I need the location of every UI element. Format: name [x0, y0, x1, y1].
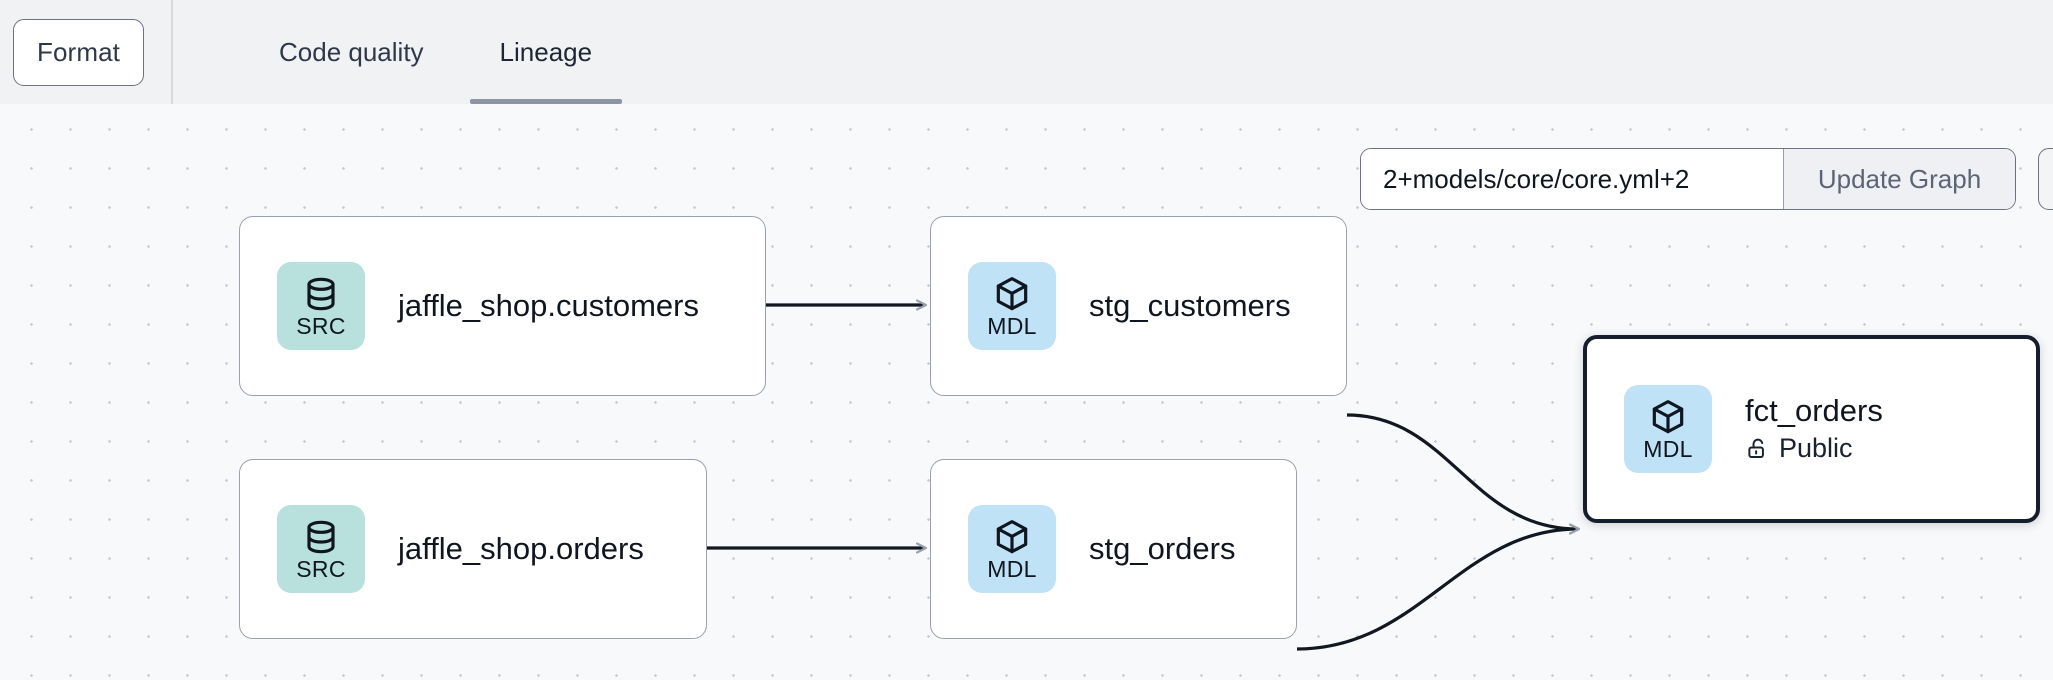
badge-label-mdl: MDL — [987, 313, 1037, 339]
lineage-node-jaffle-shop-customers[interactable]: SRC jaffle_shop.customers — [239, 216, 766, 396]
node-title: jaffle_shop.customers — [398, 287, 699, 323]
node-access-label: Public — [1779, 432, 1853, 463]
lineage-node-stg-customers[interactable]: MDL stg_customers — [930, 216, 1347, 396]
edge-stg-customers-to-fct-orders — [1346, 413, 1578, 529]
cube-icon — [996, 277, 1028, 311]
format-button[interactable]: Format — [13, 18, 144, 86]
lineage-canvas[interactable]: SRC jaffle_shop.customers SRC jaffle_sho… — [0, 104, 2053, 680]
lineage-node-stg-orders[interactable]: MDL stg_orders — [930, 459, 1297, 639]
database-icon — [307, 277, 335, 311]
node-type-badge-src: SRC — [277, 505, 365, 593]
cube-icon — [1652, 400, 1684, 434]
node-text-group: stg_orders — [1089, 530, 1236, 567]
node-title: stg_orders — [1089, 530, 1236, 566]
node-text-group: stg_customers — [1089, 287, 1291, 324]
node-type-badge-mdl: MDL — [968, 262, 1056, 350]
node-access-row: Public — [1745, 433, 1883, 464]
editor-header: Format Code quality Lineage — [0, 0, 2053, 104]
node-type-badge-mdl: MDL — [968, 505, 1056, 593]
node-text-group: jaffle_shop.customers — [398, 287, 699, 324]
database-icon — [307, 520, 335, 554]
lineage-edges — [706, 104, 2053, 651]
cube-icon — [996, 520, 1028, 554]
badge-label-mdl: MDL — [1643, 436, 1693, 462]
header-divider — [171, 0, 173, 104]
node-type-badge-src: SRC — [277, 262, 365, 350]
edge-stg-orders-to-fct-orders — [1296, 529, 1578, 651]
unlock-icon — [1748, 438, 1764, 458]
node-title: fct_orders — [1745, 393, 1883, 429]
graph-selector-input[interactable] — [1361, 149, 1783, 209]
tab-bar: Code quality Lineage — [241, 0, 630, 104]
node-type-badge-mdl: MDL — [1624, 385, 1712, 473]
graph-toolbar: Update Graph — [1360, 148, 2016, 210]
lineage-node-jaffle-shop-orders[interactable]: SRC jaffle_shop.orders — [239, 459, 707, 639]
badge-label-mdl: MDL — [987, 556, 1037, 582]
node-text-group: jaffle_shop.orders — [398, 530, 644, 567]
lineage-node-fct-orders[interactable]: MDL fct_orders Public — [1583, 335, 2040, 523]
tab-lineage[interactable]: Lineage — [462, 0, 631, 104]
badge-label-src: SRC — [296, 556, 346, 582]
tab-code-quality[interactable]: Code quality — [279, 36, 424, 67]
graph-side-control[interactable] — [2038, 148, 2053, 210]
node-title: jaffle_shop.orders — [398, 530, 644, 566]
header-left-group: Format — [0, 0, 171, 104]
update-graph-button[interactable]: Update Graph — [1783, 149, 2015, 209]
node-text-group: fct_orders Public — [1745, 393, 1883, 464]
badge-label-src: SRC — [296, 313, 346, 339]
node-title: stg_customers — [1089, 287, 1291, 323]
